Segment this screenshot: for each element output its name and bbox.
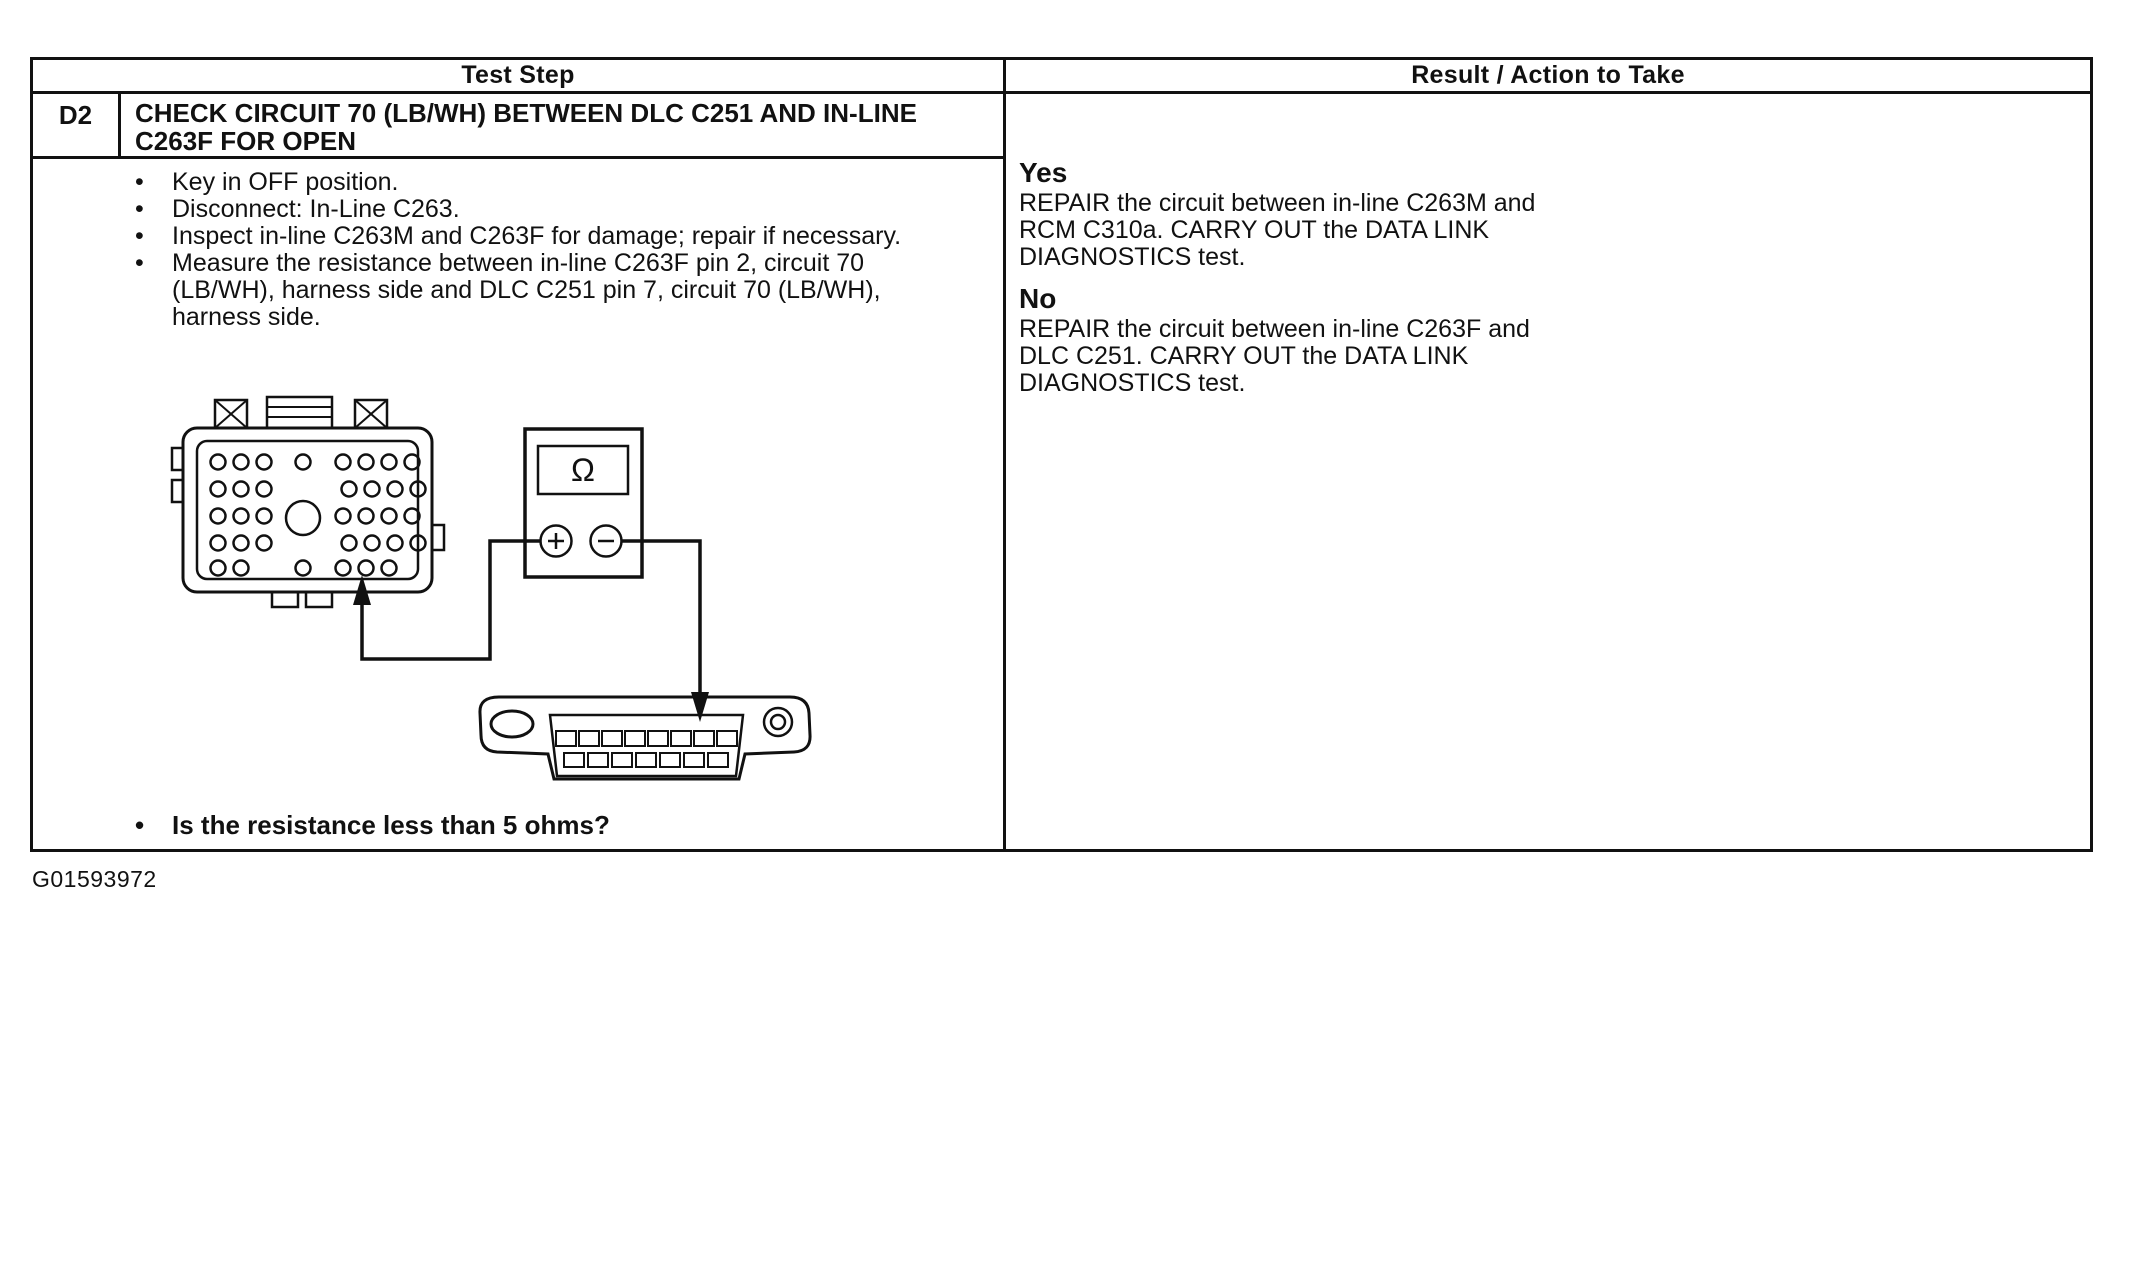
result-no-label: No bbox=[1019, 283, 1057, 314]
measurement-diagram: Ω bbox=[170, 395, 812, 781]
instruction-item: • Disconnect: In-Line C263. bbox=[33, 196, 1003, 223]
bullet-icon: • bbox=[135, 168, 144, 196]
instruction-item: • Inspect in-line C263M and C263F for da… bbox=[33, 223, 1003, 250]
instruction-text: Measure the resistance between in-line C… bbox=[172, 249, 881, 331]
step-instructions: • Key in OFF position. • Disconnect: In-… bbox=[33, 159, 1003, 331]
bullet-icon: • bbox=[135, 249, 144, 277]
result-yes-label: Yes bbox=[1019, 157, 1068, 188]
instruction-item: • Measure the resistance between in-line… bbox=[33, 250, 1003, 331]
instruction-text: Key in OFF position. bbox=[172, 168, 399, 196]
result-action-header: Result / Action to Take bbox=[1006, 60, 2090, 94]
test-leads bbox=[360, 539, 702, 692]
ohm-symbol-icon: Ω bbox=[571, 452, 595, 488]
step-title-row: D2 CHECK CIRCUIT 70 (LB/WH) BETWEEN DLC … bbox=[33, 94, 1003, 159]
instruction-item: • Key in OFF position. bbox=[33, 169, 1003, 196]
dlc-pin-row-top bbox=[555, 730, 738, 747]
step-question: • Is the resistance less than 5 ohms? bbox=[33, 811, 610, 839]
probe-arrow-down-icon bbox=[691, 692, 709, 722]
plus-terminal-icon bbox=[539, 524, 573, 558]
bullet-icon: • bbox=[135, 222, 144, 250]
step-title: CHECK CIRCUIT 70 (LB/WH) BETWEEN DLC C25… bbox=[135, 98, 917, 156]
ohmmeter: Ω bbox=[523, 427, 644, 579]
dlc-pin-row-bottom bbox=[563, 752, 729, 768]
instruction-text: Disconnect: In-Line C263. bbox=[172, 195, 460, 223]
result-yes-action: REPAIR the circuit between in-line C263M… bbox=[1019, 189, 1536, 271]
dlc-connector bbox=[478, 695, 812, 781]
step-body: • Key in OFF position. • Disconnect: In-… bbox=[33, 159, 1003, 849]
meter-display bbox=[536, 444, 630, 496]
probe-arrow-up-icon bbox=[353, 575, 371, 605]
pinpoint-test-table: Test Step D2 CHECK CIRCUIT 70 (LB/WH) BE… bbox=[30, 57, 2093, 852]
result-yes-block: Yes REPAIR the circuit between in-line C… bbox=[1019, 158, 2070, 271]
result-action-column: Result / Action to Take Yes REPAIR the c… bbox=[1006, 60, 2090, 849]
result-no-block: No REPAIR the circuit between in-line C2… bbox=[1019, 284, 2070, 397]
question-text: Is the resistance less than 5 ohms? bbox=[172, 810, 610, 840]
test-step-column: Test Step D2 CHECK CIRCUIT 70 (LB/WH) BE… bbox=[33, 60, 1006, 849]
result-cell: Yes REPAIR the circuit between in-line C… bbox=[1006, 94, 2090, 397]
step-id: D2 bbox=[33, 94, 121, 156]
result-no-action: REPAIR the circuit between in-line C263F… bbox=[1019, 315, 1530, 397]
inline-connector bbox=[170, 395, 446, 609]
connector-pins bbox=[209, 453, 427, 577]
instruction-text: Inspect in-line C263M and C263F for dama… bbox=[172, 222, 902, 250]
figure-id: G01593972 bbox=[32, 866, 157, 892]
bullet-icon: • bbox=[135, 195, 144, 223]
bullet-icon: • bbox=[135, 810, 145, 840]
minus-terminal-icon bbox=[589, 524, 623, 558]
test-step-header: Test Step bbox=[33, 60, 1003, 94]
